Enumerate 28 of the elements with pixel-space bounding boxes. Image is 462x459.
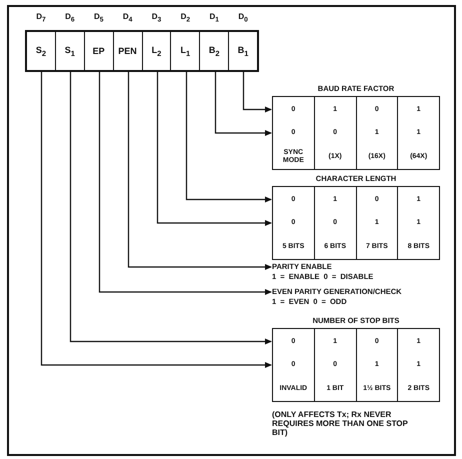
bit-number: D$_{6}$ (65, 12, 75, 24)
arrow (40, 70, 272, 368)
bit-number: D$_{0}$ (238, 12, 248, 24)
bit-name: L$_{2}$ (152, 44, 162, 58)
bit-number: D$_{7}$ (36, 12, 46, 24)
arrow (156, 70, 272, 226)
arrow (70, 70, 272, 344)
note-text: (ONLY AFFECTS Tx; Rx NEVER REQUIRES MORE THAN ONE STOP BIT) (272, 410, 409, 438)
table-row (272, 234, 440, 260)
bit-name: B$_{2}$ (208, 44, 220, 58)
bit-number: D$_{3}$ (152, 12, 162, 24)
bit-name: L$_{1}$ (180, 44, 190, 58)
arrow (186, 70, 272, 202)
bit-number: D$_{1}$ (209, 12, 219, 24)
bit-name: EP (92, 46, 105, 56)
arrow (128, 70, 272, 270)
bit-name: PEN (118, 46, 137, 56)
table-row (272, 144, 440, 170)
bit-number: D$_{2}$ (180, 12, 190, 24)
bit-number: D$_{4}$ (122, 12, 132, 24)
arrow (98, 70, 272, 295)
bit-number: D$_{5}$ (94, 12, 104, 24)
bit-name: S$_{1}$ (64, 44, 75, 58)
bit-name: S$_{2}$ (36, 44, 46, 58)
bit-name: B$_{1}$ (238, 44, 248, 58)
arrow (214, 70, 272, 136)
table-row (272, 376, 440, 402)
arrow (242, 70, 272, 112)
